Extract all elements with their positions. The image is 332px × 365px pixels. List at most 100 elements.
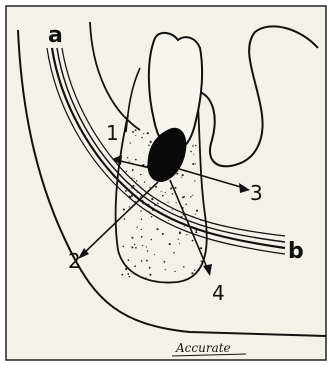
- stipple-dot: [190, 196, 192, 198]
- stipple-dot: [150, 142, 151, 143]
- stipple-dot: [149, 212, 151, 214]
- stipple-dot: [129, 206, 130, 207]
- stipple-dot: [134, 265, 136, 267]
- stipple-dot: [121, 274, 123, 276]
- stipple-dot: [128, 260, 129, 261]
- stipple-dot: [140, 187, 141, 188]
- stipple-dot: [123, 246, 125, 248]
- label-4: 4: [212, 281, 225, 305]
- stipple-dot: [161, 191, 162, 192]
- stipple-dot: [162, 195, 164, 197]
- stipple-dot: [167, 201, 168, 202]
- stipple-dot: [155, 186, 157, 188]
- stipple-dot: [179, 232, 181, 234]
- stipple-dot: [185, 204, 187, 206]
- stipple-dot: [154, 254, 155, 255]
- stipple-dot: [201, 260, 203, 262]
- stipple-dot: [141, 229, 142, 230]
- stipple-dot: [135, 129, 137, 131]
- stipple-dot: [200, 247, 202, 249]
- stipple-dot: [146, 260, 148, 262]
- stipple-dot: [195, 231, 197, 233]
- stipple-dot: [192, 163, 194, 165]
- stipple-dot: [152, 209, 154, 211]
- stipple-dot: [151, 239, 153, 241]
- stipple-dot: [149, 187, 150, 188]
- stipple-dot: [151, 198, 153, 200]
- stipple-dot: [142, 203, 144, 205]
- stipple-dot: [192, 145, 194, 147]
- stipple-dot: [144, 182, 145, 183]
- stipple-dot: [186, 234, 187, 235]
- stipple-dot: [196, 210, 198, 212]
- stipple-dot: [178, 238, 179, 239]
- stipple-dot: [162, 233, 164, 235]
- stipple-dot: [156, 228, 158, 230]
- stipple-dot: [131, 178, 132, 179]
- stipple-dot: [194, 270, 195, 271]
- stipple-dot: [193, 154, 194, 155]
- stipple-dot: [141, 260, 143, 262]
- stipple-dot: [131, 187, 133, 189]
- stipple-dot: [142, 245, 143, 246]
- stipple-dot: [130, 142, 131, 143]
- stipple-dot: [195, 163, 196, 164]
- stipple-dot: [183, 266, 185, 268]
- stipple-dot: [192, 195, 193, 196]
- stipple-dot: [154, 205, 155, 206]
- stipple-dot: [173, 252, 175, 254]
- stipple-dot: [172, 193, 174, 195]
- stipple-dot: [195, 214, 196, 215]
- stipple-dot: [126, 171, 128, 173]
- stipple-dot: [146, 246, 147, 247]
- stipple-dot: [141, 236, 143, 238]
- stipple-dot: [140, 174, 141, 175]
- stipple-dot: [147, 250, 149, 252]
- stipple-dot: [132, 169, 134, 171]
- stipple-dot: [125, 268, 127, 270]
- stipple-dot: [148, 144, 150, 146]
- stipple-dot: [195, 145, 196, 146]
- stipple-dot: [146, 277, 147, 278]
- stipple-dot: [135, 159, 137, 161]
- stipple-dot: [136, 227, 137, 228]
- stipple-dot: [141, 137, 142, 138]
- stipple-dot: [148, 204, 150, 206]
- stipple-dot: [133, 185, 135, 187]
- stipple-dot: [175, 187, 177, 189]
- stipple-dot: [184, 226, 185, 227]
- stipple-dot: [162, 212, 163, 213]
- stipple-dot: [140, 210, 141, 211]
- stipple-dot: [127, 188, 128, 189]
- stipple-dot: [165, 192, 166, 193]
- stipple-dot: [143, 133, 144, 134]
- stipple-dot: [181, 177, 182, 178]
- label-2: 2: [68, 249, 81, 273]
- stipple-dot: [192, 240, 194, 242]
- stipple-dot: [141, 218, 142, 219]
- stipple-dot: [127, 157, 128, 158]
- stipple-dot: [164, 261, 166, 263]
- stipple-dot: [127, 273, 129, 275]
- stipple-dot: [165, 269, 166, 270]
- stipple-dot: [129, 161, 130, 162]
- stipple-dot: [169, 243, 171, 245]
- label-a: a: [48, 23, 63, 48]
- stipple-dot: [190, 276, 192, 278]
- stipple-dot: [135, 201, 136, 202]
- stipple-dot: [182, 197, 184, 199]
- stipple-dot: [147, 132, 149, 134]
- stipple-dot: [125, 190, 127, 192]
- stipple-dot: [157, 203, 159, 205]
- stipple-dot: [129, 189, 130, 190]
- stipple-dot: [193, 226, 194, 227]
- stipple-dot: [195, 227, 197, 229]
- stipple-dot: [129, 195, 130, 196]
- stipple-dot: [131, 237, 133, 239]
- stipple-dot: [127, 182, 128, 183]
- stipple-dot: [129, 276, 131, 278]
- stipple-dot: [200, 220, 201, 221]
- stipple-dot: [193, 216, 195, 218]
- stipple-dot: [196, 230, 198, 232]
